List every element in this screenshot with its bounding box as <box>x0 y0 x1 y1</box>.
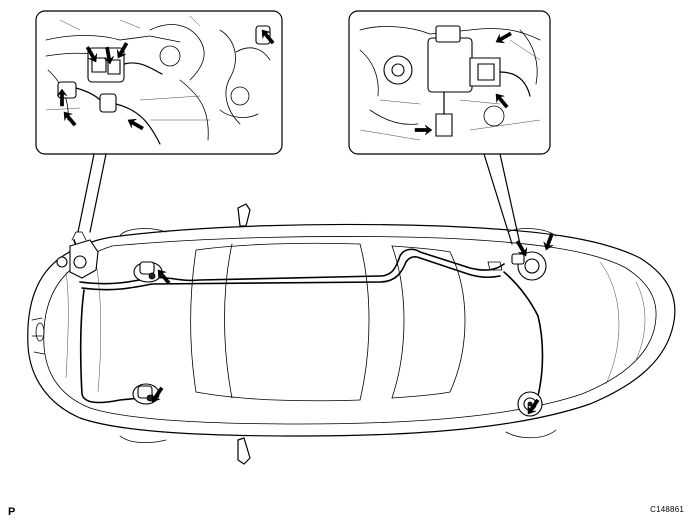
figure-code: C148861 <box>650 505 684 514</box>
car-body-outline <box>27 203 676 465</box>
callout-rear-junction <box>348 10 551 245</box>
callout-master-cylinder <box>35 10 283 233</box>
page-marker: P <box>8 506 16 518</box>
front-right-caliper <box>133 261 163 283</box>
rear-left-brake-assembly <box>517 391 543 417</box>
rear-right-brake-assembly <box>487 251 547 281</box>
master-cylinder-assembly <box>56 231 99 279</box>
